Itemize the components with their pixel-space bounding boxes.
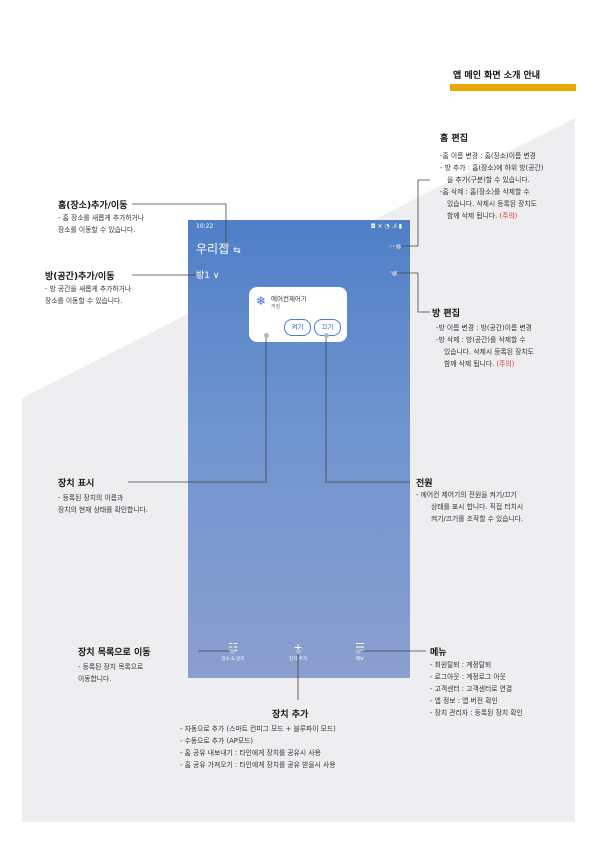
home-switch-icon[interactable]: ⇆ <box>233 246 241 256</box>
warning-label: (주의) <box>499 212 518 220</box>
device-state: 꺼짐 <box>271 304 281 310</box>
room-add-desc: - 방 공간을 새롭게 추가하거나 장소를 이동할 수 있습니다. <box>45 285 132 305</box>
menu-desc: - 회원탈퇴 : 계정탈퇴 - 로그아웃 : 계정로그 아웃 - 고객센터 : … <box>430 661 523 717</box>
nav-places-devices[interactable]: ☷ 장소 & 장치 <box>203 641 263 663</box>
marker-dot <box>224 243 229 248</box>
room-edit-title: 방 편집 <box>432 309 460 319</box>
home-add-title: 홈(장소)추가/이동 <box>58 201 128 211</box>
home-add-desc: - 홈 장소를 새롭게 추가하거나 장소를 이동할 수 있습니다. <box>58 214 145 234</box>
power-off-button[interactable]: 끄기 <box>314 319 341 336</box>
room-selector[interactable]: 방1 ∨ <box>196 271 220 281</box>
nav-label: 메뉴 <box>355 657 365 662</box>
menu-title: 메뉴 <box>430 648 447 658</box>
home-selector[interactable]: 우리집⇆ <box>196 240 241 257</box>
nav-label: 장소 & 장치 <box>221 657 245 662</box>
title-accent-bar <box>450 84 576 91</box>
marker-dot <box>296 649 301 654</box>
power-title: 전원 <box>416 479 433 489</box>
home-edit-title: 홈 편집 <box>440 134 468 144</box>
status-time: 10:22 <box>196 223 214 230</box>
menu-icon: ☰ <box>355 641 365 654</box>
nav-menu[interactable]: ☰ 메뉴 <box>330 641 390 663</box>
device-card[interactable]: ❄ 에어컨제어기 꺼짐 켜기 끄기 <box>249 287 347 342</box>
plus-icon: + <box>293 641 303 654</box>
room-add-title: 방(공간)추가/이동 <box>45 272 115 282</box>
device-display-desc: - 등록된 장치의 이름과 장치의 현재 상태를 확인합니다. <box>58 494 148 514</box>
power-desc: - 에어컨 제어기의 전원을 켜기/끄기 상태를 표시 합니다. 직접 터치시 … <box>416 491 524 523</box>
marker-dot <box>392 271 397 276</box>
home-more-icon[interactable]: ··· <box>389 242 398 252</box>
marker-dot <box>324 333 329 338</box>
device-list-desc: - 등록된 장치 목록으로 이동합니다. <box>78 663 144 683</box>
marker-dot <box>356 649 361 654</box>
warning-label: (주의) <box>496 360 515 368</box>
device-list-title: 장치 목록으로 이동 <box>78 648 151 658</box>
grid-icon: ☷ <box>228 641 238 654</box>
marker-dot <box>264 333 269 338</box>
page-title: 앱 메인 화면 소개 안내 <box>453 71 541 81</box>
marker-dot <box>230 649 235 654</box>
marker-dot <box>196 273 201 278</box>
home-name: 우리집 <box>196 242 230 256</box>
room-edit-desc: -방 이름 변경 : 방(공간)이름 변경 -방 삭제 : 방(공간)를 삭제할… <box>436 324 534 368</box>
phone-screen: 10:22 ◘ ✕ ◔ .ıl ▮ 우리집⇆ ··· 방1 ∨ ··· ❄ 에어… <box>188 220 410 678</box>
device-add-desc: - 자동으로 추가 (스마트 컨피그 모드 + 블루파이 모드) - 수동으로 … <box>180 725 336 769</box>
home-edit-desc: -홈 이름 변경 : 홈(장소)이름 변경 - 방 추가 : 홈(장소)에 하위… <box>440 152 544 220</box>
device-display-title: 장치 표시 <box>58 479 95 489</box>
marker-dot <box>396 244 401 249</box>
status-icons: ◘ ✕ ◔ .ıl ▮ <box>370 223 402 230</box>
snowflake-icon: ❄ <box>256 294 267 308</box>
device-name: 에어컨제어기 <box>271 295 307 303</box>
device-add-title: 장치 추가 <box>272 710 309 720</box>
power-on-button[interactable]: 켜기 <box>284 319 311 336</box>
